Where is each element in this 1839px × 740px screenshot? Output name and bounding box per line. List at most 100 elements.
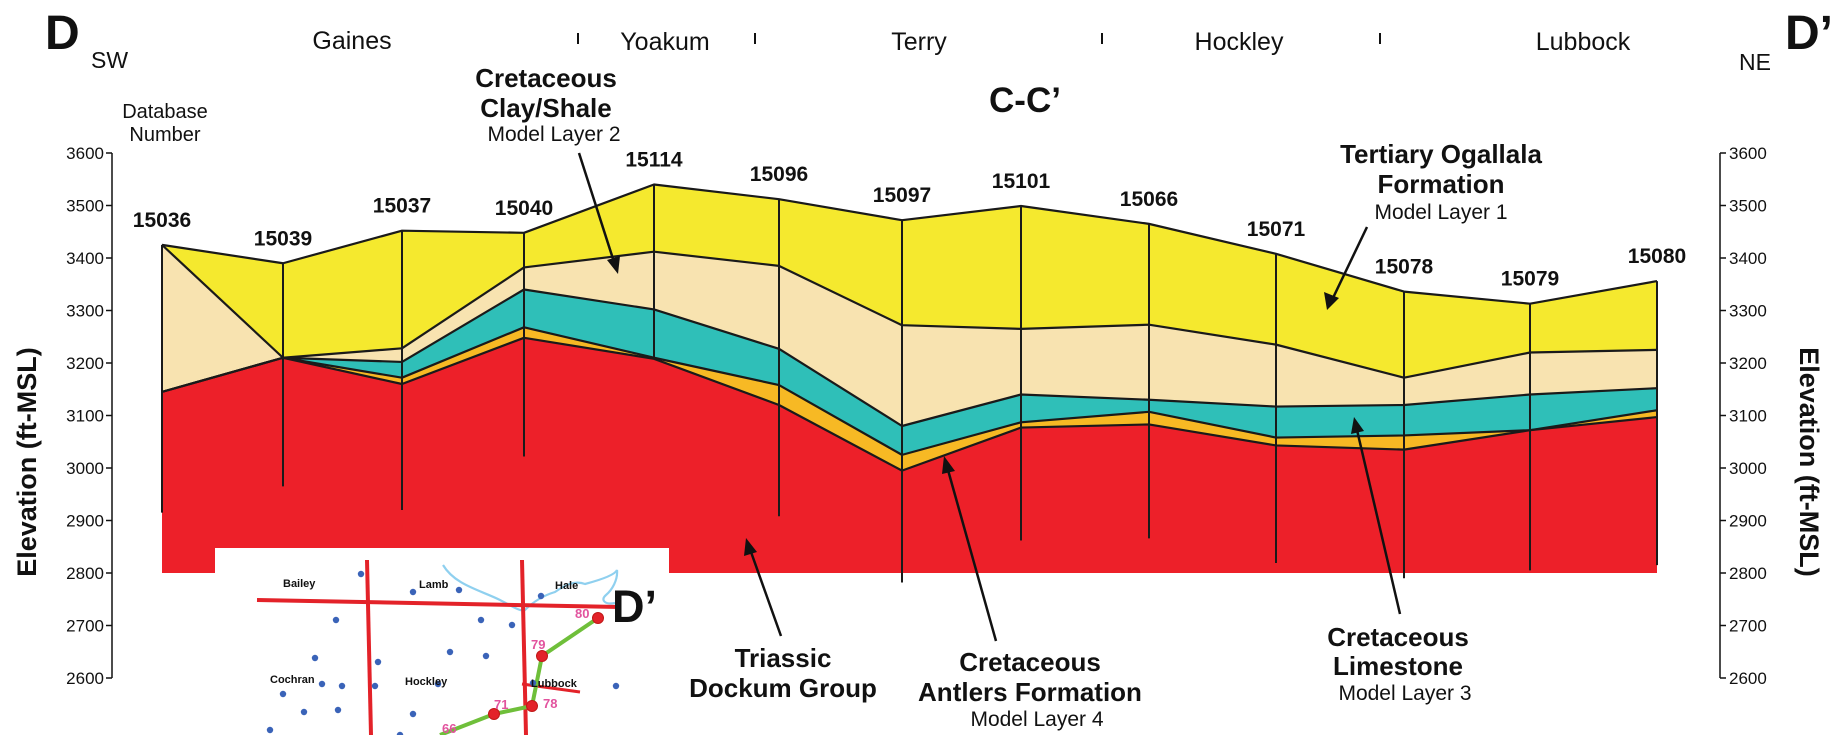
inset-well-dot [357,570,365,578]
inset-well-dot [529,679,537,687]
right-axis-tick-label: 3200 [1729,354,1767,373]
county-label: Yoakum [620,28,709,56]
inset-well-dot [612,682,620,690]
direction-sw: SW [91,47,128,73]
left-axis-tick-label: 2900 [66,512,104,531]
inset-well-dot [455,586,463,594]
left-axis-tick-label: 2600 [66,669,104,688]
layer-dockum [162,337,1657,573]
right-axis-tick-label: 2900 [1729,512,1767,531]
inset-county-lubbock: Lubbock [531,678,578,690]
inset-well-label: 80 [575,606,589,621]
annotation-ogallala-line1: Tertiary Ogallala [1340,139,1542,169]
layer-clay-shale [162,244,1657,426]
right-axis-tick-label: 2700 [1729,617,1767,636]
inset-road [365,559,373,736]
inset-section-end-label: D’ [612,581,657,632]
left-axis-tick-label: 2700 [66,617,104,636]
inset-river [442,564,619,612]
right-axis-tick-label: 3300 [1729,302,1767,321]
inset-well-dot [477,616,485,624]
inset-section-well [592,612,604,624]
inset-section-wells [488,612,604,720]
left-axis-tick-label: 3000 [66,459,104,478]
inset-road [256,598,621,609]
boundary-clay-base [161,288,1658,428]
annotation-limestone-arrow [1355,429,1402,615]
annotation-antlers: Cretaceous Antlers Formation Model Layer… [918,456,1142,731]
inset-well-dot [409,710,417,718]
annotation-limestone-arrowhead [1351,417,1364,434]
inset-well-dot [508,621,516,629]
inset-well-dot [318,680,326,688]
inset-well-dot [371,682,379,690]
left-axis-tick-label: 3500 [66,197,104,216]
inset-well-label: 78 [543,696,557,711]
well-id-label: 15071 [1247,218,1306,241]
inset-county-hale: Hale [555,580,578,592]
layer-boundary-lines [161,183,1658,472]
left-elevation-axis: 3600350034003300320031003000290028002700… [66,144,113,688]
annotation-antlers-arrowhead [942,456,955,474]
inset-well-label: 79 [531,637,545,652]
inset-well-dot [311,654,319,662]
annotation-clay-arrowhead [607,256,620,274]
well-id-label: 15037 [373,195,431,218]
inset-well-dot [446,648,454,656]
annotation-antlers-line1: Cretaceous [959,647,1101,677]
left-axis-label: Elevation (ft-MSL) [12,347,42,577]
boundary-limestone-base [161,326,1658,456]
annotation-dockum-line1: Triassic [735,643,832,673]
inset-county-hockley: Hockley [405,676,448,688]
inset-section-well [488,708,500,720]
inset-well-dot [482,652,490,660]
well-id-label: 15080 [1628,245,1686,268]
crossing-section-label: C-C’ [989,81,1061,120]
inset-county-lamb: Lamb [419,579,449,591]
inset-section-well [536,650,548,662]
well-id-label: 15114 [625,149,683,172]
boundary-antlers-base [161,336,1658,472]
inset-well-dot [300,708,308,716]
annotation-clay-arrow [577,152,616,263]
well-id-label: 15096 [750,163,808,186]
left-axis-tick-label: 3300 [66,302,104,321]
well-id-label: 15040 [495,197,553,220]
well-id-label: 15039 [254,227,312,250]
direction-ne: NE [1739,49,1771,75]
annotation-clay-sub: Model Layer 2 [487,123,620,146]
section-start-letter: D [45,7,80,60]
well-id-label: 15097 [873,184,931,207]
inset-well-label: 71 [494,697,508,712]
well-id-label: 15066 [1120,188,1178,211]
inset-location-map: Bailey Lamb Hale Cochran Hockley Lubbock… [215,548,669,739]
inset-well-dot [537,592,545,600]
strata-layers [162,184,1657,573]
inset-section-well [526,700,538,712]
county-label: Hockley [1195,28,1284,56]
left-axis-tick-label: 3100 [66,407,104,426]
annotation-limestone-line1: Cretaceous [1327,622,1469,652]
well-id-label: 15101 [992,170,1051,193]
annotation-ogallala-sub: Model Layer 1 [1374,201,1507,224]
annotation-limestone-line2: Limestone [1333,651,1463,681]
annotation-antlers-arrow [946,469,998,642]
left-axis-tick-label: 3400 [66,249,104,268]
right-elevation-axis: 3600350034003300320031003000290028002700… [1719,144,1767,688]
county-label: Lubbock [1536,28,1631,56]
inset-well-dot [279,690,287,698]
inset-well-dot [334,706,342,714]
annotation-antlers-line2: Antlers Formation [918,677,1142,707]
inset-well-dot [434,680,442,688]
county-boundary-ticks [577,33,1381,44]
annotation-limestone-sub: Model Layer 3 [1338,682,1471,705]
well-id-label: 15078 [1375,256,1434,279]
county-label: Terry [891,28,947,56]
county-labels: Gaines Yoakum Terry Hockley Lubbock [312,27,1630,56]
inset-well-dot [374,658,382,666]
annotation-clay-line2: Clay/Shale [480,93,612,123]
